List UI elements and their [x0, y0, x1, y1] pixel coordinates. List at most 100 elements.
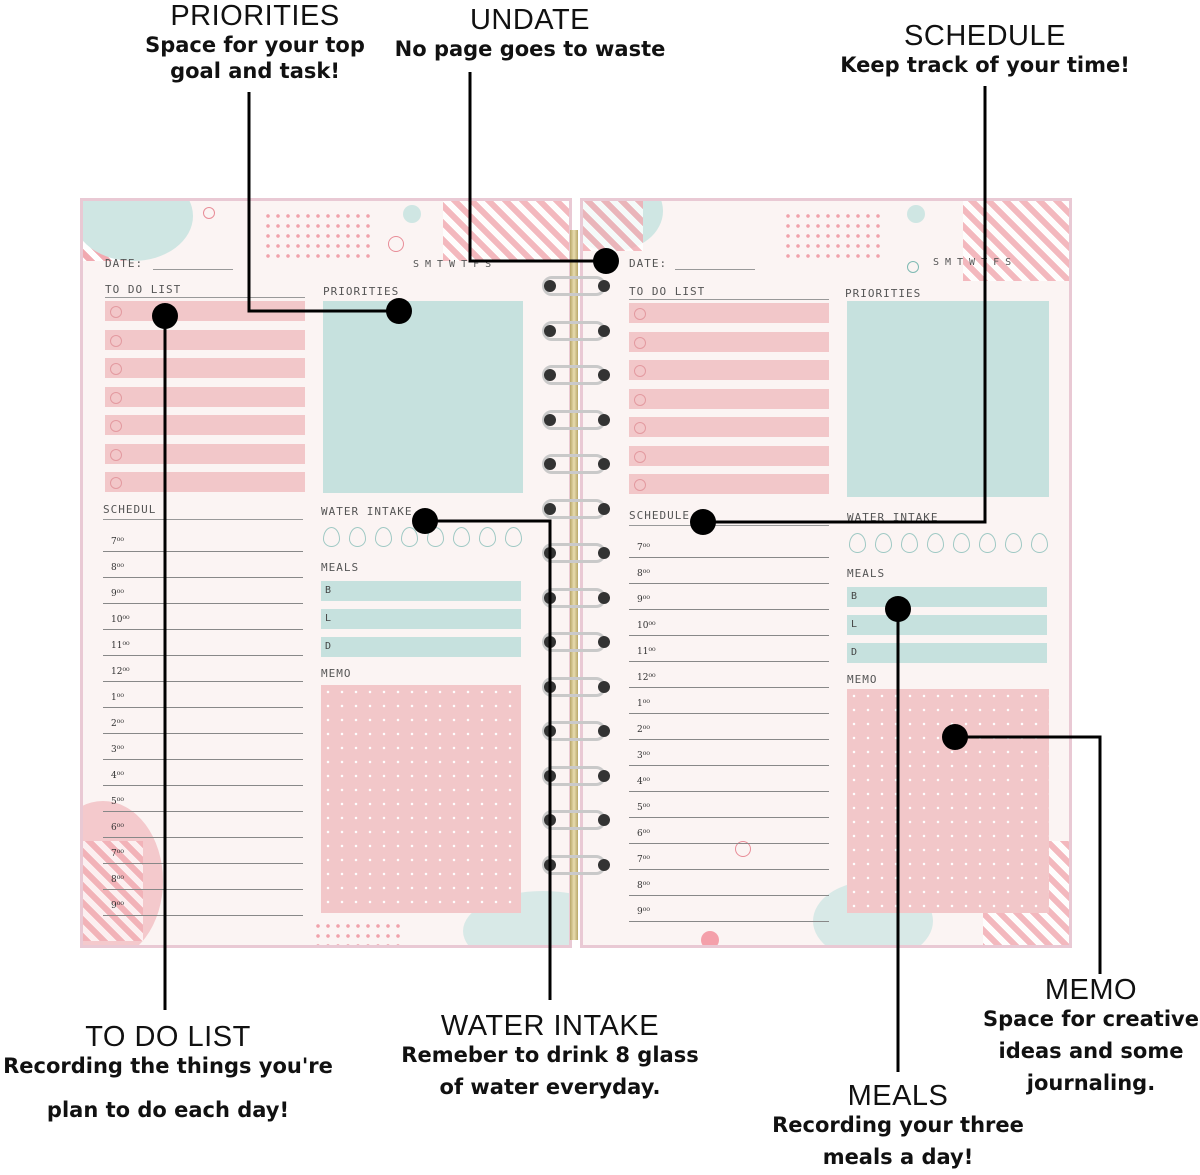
schedule-line[interactable] [629, 687, 829, 688]
schedule-line[interactable] [103, 759, 303, 760]
schedule-line[interactable] [629, 557, 829, 558]
water-drop-icon[interactable] [453, 527, 470, 547]
marker-priorities [386, 298, 412, 324]
water-drop-icon[interactable] [953, 533, 970, 553]
todo-row[interactable] [105, 415, 305, 435]
schedule-hour: 9⁰⁰ [111, 589, 124, 599]
water-drop-icon[interactable] [375, 527, 392, 547]
todo-row[interactable] [629, 388, 829, 409]
todo-row[interactable] [629, 303, 829, 323]
schedule-line[interactable] [103, 837, 303, 838]
schedule-hour: 1⁰⁰ [637, 699, 650, 709]
schedule-hour: 8⁰⁰ [637, 569, 650, 579]
meals-label: MEALS [847, 567, 886, 580]
meal-row[interactable]: D [847, 643, 1047, 663]
todo-row[interactable] [105, 472, 305, 492]
schedule-line[interactable] [629, 921, 829, 922]
schedule-line[interactable] [629, 739, 829, 740]
schedule-line[interactable] [103, 811, 303, 812]
todo-row[interactable] [629, 360, 829, 380]
schedule-line[interactable] [629, 635, 829, 636]
schedule-line[interactable] [103, 577, 303, 578]
callout-title: WATER INTAKE [440, 1010, 660, 1042]
schedule-hour: 4⁰⁰ [637, 777, 650, 787]
binding-hole [544, 413, 556, 426]
schedule-hour: 6⁰⁰ [637, 829, 650, 839]
schedule-line[interactable] [103, 551, 303, 552]
schedule-line[interactable] [629, 713, 829, 714]
todo-row[interactable] [105, 329, 305, 350]
meal-row[interactable]: B [847, 587, 1047, 607]
priorities-box[interactable] [323, 301, 523, 493]
meal-row[interactable]: B [321, 581, 521, 601]
schedule-line[interactable] [103, 681, 303, 682]
memo-area[interactable] [321, 685, 521, 913]
memo-area[interactable] [847, 689, 1049, 913]
water-drop-icon[interactable] [901, 533, 918, 553]
schedule-line[interactable] [629, 869, 829, 870]
todo-row[interactable] [105, 443, 305, 464]
schedule-line[interactable] [103, 733, 303, 734]
decor-blob [83, 201, 193, 261]
schedule-line[interactable] [629, 765, 829, 766]
water-drop-icon[interactable] [1005, 533, 1022, 553]
water-drop-icon[interactable] [349, 527, 366, 547]
callout-undate: UNDATE No page goes to waste [380, 4, 680, 62]
water-drop-icon[interactable] [505, 527, 522, 547]
water-drop-icon[interactable] [479, 527, 496, 547]
schedule-line[interactable] [629, 661, 829, 662]
water-drop-icon[interactable] [927, 533, 944, 553]
schedule-line[interactable] [103, 655, 303, 656]
schedule-line[interactable] [629, 583, 829, 584]
date-label: DATE: [629, 257, 668, 270]
todo-row[interactable] [105, 358, 305, 378]
water-drop-icon[interactable] [401, 527, 418, 547]
todo-row[interactable] [105, 301, 305, 321]
water-drop-icon[interactable] [875, 533, 892, 553]
water-drop-icon[interactable] [979, 533, 996, 553]
schedule-hour: 7⁰⁰ [111, 849, 124, 859]
water-drop-icon[interactable] [323, 527, 340, 547]
schedule-line[interactable] [103, 707, 303, 708]
priorities-box[interactable] [847, 301, 1049, 497]
schedule-hour: 10⁰⁰ [111, 615, 130, 625]
schedule-line[interactable] [103, 915, 303, 916]
schedule-line[interactable] [629, 817, 829, 818]
binding-hole [598, 280, 610, 292]
water-label: WATER INTAKE [321, 505, 413, 518]
callout-title: PRIORITIES [170, 0, 340, 32]
meal-row[interactable]: L [321, 609, 521, 629]
schedule-line[interactable] [103, 629, 303, 630]
callout-desc: Space for creative [983, 1007, 1199, 1031]
schedule-line[interactable] [103, 863, 303, 864]
marker-todo [152, 303, 178, 329]
binding-hole [544, 725, 556, 737]
schedule-line[interactable] [103, 889, 303, 890]
water-drop-icon[interactable] [849, 533, 866, 553]
schedule-line[interactable] [629, 791, 829, 792]
todo-row[interactable] [629, 474, 829, 494]
schedule-hour: 10⁰⁰ [637, 621, 656, 631]
decor-blob [907, 205, 925, 223]
binding-hole [544, 502, 556, 515]
callout-desc: Keep track of your time! [840, 53, 1130, 77]
schedule-line[interactable] [629, 895, 829, 896]
callout-title: MEMO [1044, 974, 1138, 1006]
callout-title: SCHEDULE [904, 20, 1066, 52]
schedule-line[interactable] [103, 603, 303, 604]
schedule-line[interactable] [629, 609, 829, 610]
todo-row[interactable] [629, 331, 829, 352]
schedule-line[interactable] [103, 785, 303, 786]
meal-row[interactable]: L [847, 615, 1047, 635]
schedule-hour: 7⁰⁰ [637, 855, 650, 865]
meal-row[interactable]: D [321, 637, 521, 657]
todo-row[interactable] [629, 417, 829, 437]
todo-row[interactable] [629, 445, 829, 466]
schedule-line[interactable] [629, 843, 829, 844]
todo-checkbox-icon [110, 306, 122, 318]
todo-row[interactable] [105, 386, 305, 407]
schedule-hour: 2⁰⁰ [637, 725, 650, 735]
water-drop-icon[interactable] [1031, 533, 1048, 553]
priorities-label: PRIORITIES [845, 287, 922, 300]
callout-desc: Recording the things you're [3, 1054, 333, 1078]
